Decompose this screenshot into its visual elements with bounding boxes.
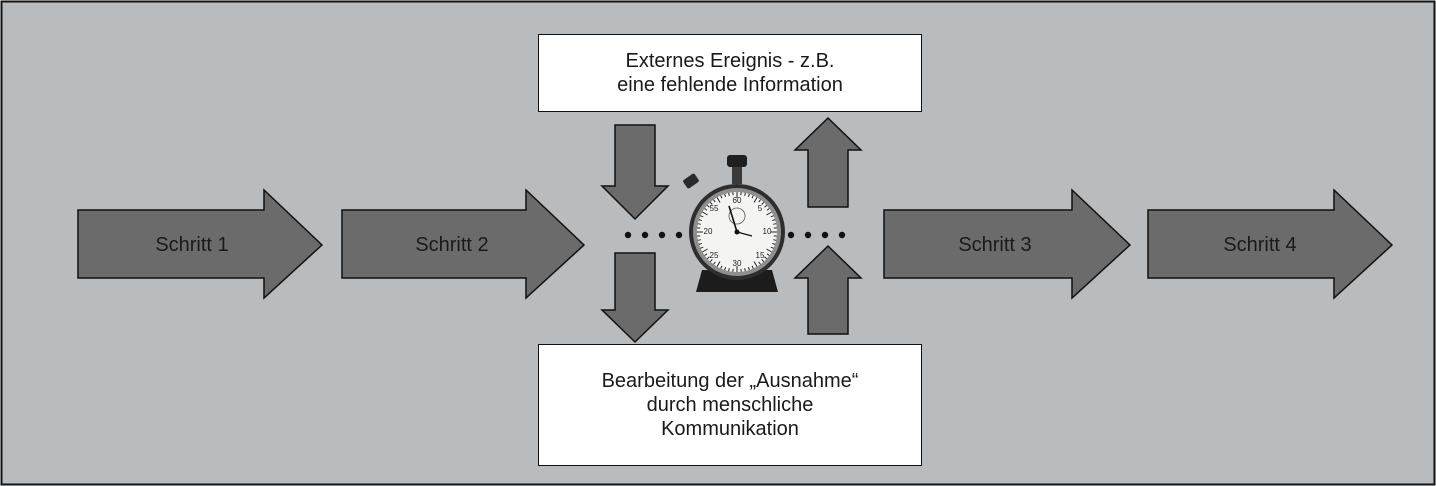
stopwatch-tick <box>704 208 708 211</box>
svg-text:20: 20 <box>704 227 713 236</box>
exception-handling-line-3: Kommunikation <box>661 418 799 440</box>
stopwatch-tick <box>747 267 750 271</box>
stopwatch-tick <box>720 195 723 199</box>
stopwatch-tick <box>700 215 704 218</box>
stopwatch-tick <box>747 193 750 197</box>
svg-text:55: 55 <box>710 204 719 213</box>
exception-handling-line-2: durch menschliche <box>646 394 814 416</box>
step-1-label: Schritt 1 <box>155 234 229 256</box>
arrow-down-lower <box>600 252 670 344</box>
step-arrow-4 <box>1147 188 1394 300</box>
stopwatch-tick <box>700 246 704 249</box>
arrow-down-upper <box>600 124 670 221</box>
dotted-connector-right <box>787 231 846 239</box>
svg-text:60: 60 <box>733 196 742 205</box>
stopwatch-tick <box>702 248 708 253</box>
step-arrow-3 <box>883 188 1132 300</box>
stopwatch-tick <box>697 239 701 241</box>
stopwatch-tick <box>709 201 713 205</box>
stopwatch-tick <box>751 265 754 269</box>
stopwatch-tick <box>724 193 727 197</box>
stopwatch-tick <box>728 268 730 272</box>
stopwatch-tick <box>697 223 701 225</box>
step-3-label: Schritt 3 <box>958 234 1032 256</box>
stopwatch-tick <box>702 211 708 216</box>
external-event-box: Externes Ereignis - z.B. eine fehlende I… <box>538 34 922 112</box>
svg-text:15: 15 <box>756 251 765 260</box>
stopwatch-tick <box>713 261 716 265</box>
stopwatch-tick <box>724 267 727 271</box>
stopwatch-tick <box>761 201 765 205</box>
stopwatch-tick <box>764 204 768 208</box>
stopwatch-tick <box>761 259 765 263</box>
external-event-line-2: eine fehlende Information <box>617 74 843 96</box>
stopwatch-tick <box>716 261 721 267</box>
stopwatch-tick <box>766 211 772 216</box>
exception-handling-box: Bearbeitung der „Ausnahme“ durch menschl… <box>538 344 922 466</box>
stopwatch-tick <box>758 199 761 203</box>
stopwatch-tick <box>766 208 770 211</box>
stopwatch-tick <box>744 192 746 196</box>
stopwatch-tick <box>716 197 721 203</box>
stopwatch-tick <box>728 192 730 196</box>
stopwatch-tick <box>773 239 777 241</box>
stopwatch-tick <box>764 256 768 260</box>
stopwatch-tick <box>773 223 777 225</box>
arrow-up-upper <box>793 116 863 208</box>
stopwatch-tick <box>770 246 774 249</box>
stopwatch-tick <box>706 204 710 208</box>
stopwatch-tick <box>753 197 758 203</box>
exception-handling-line-1: Bearbeitung der „Ausnahme“ <box>601 370 859 392</box>
stopwatch-tick <box>713 199 716 203</box>
svg-text:5: 5 <box>758 204 763 213</box>
stopwatch-tick <box>753 261 758 267</box>
stopwatch-tick <box>698 219 702 222</box>
svg-text:25: 25 <box>710 251 719 260</box>
step-2-label: Schritt 2 <box>415 234 489 256</box>
stopwatch-tick <box>766 253 770 256</box>
step-4-label: Schritt 4 <box>1223 234 1297 256</box>
svg-text:10: 10 <box>763 227 772 236</box>
svg-text:30: 30 <box>733 259 742 268</box>
stopwatch-tick <box>720 265 723 269</box>
stopwatch-icon: 60 5 10 15 30 25 20 55 <box>683 155 785 292</box>
stopwatch-tick <box>751 195 754 199</box>
stopwatch-tick <box>772 242 776 245</box>
step-arrow-2 <box>341 188 586 300</box>
external-event-line-1: Externes Ereignis - z.B. <box>625 50 835 72</box>
dotted-connector-left <box>624 231 683 239</box>
stopwatch-tick <box>704 253 708 256</box>
stopwatch-tick <box>770 215 774 218</box>
stopwatch-tick <box>709 259 713 263</box>
stopwatch-tick <box>772 219 776 222</box>
step-arrow-1 <box>77 188 324 300</box>
arrow-up-lower <box>793 244 863 335</box>
stopwatch-tick <box>698 242 702 245</box>
stopwatch-tick <box>706 256 710 260</box>
stopwatch-tick <box>758 261 761 265</box>
stopwatch-tick <box>766 248 772 253</box>
stopwatch-tick <box>744 268 746 272</box>
